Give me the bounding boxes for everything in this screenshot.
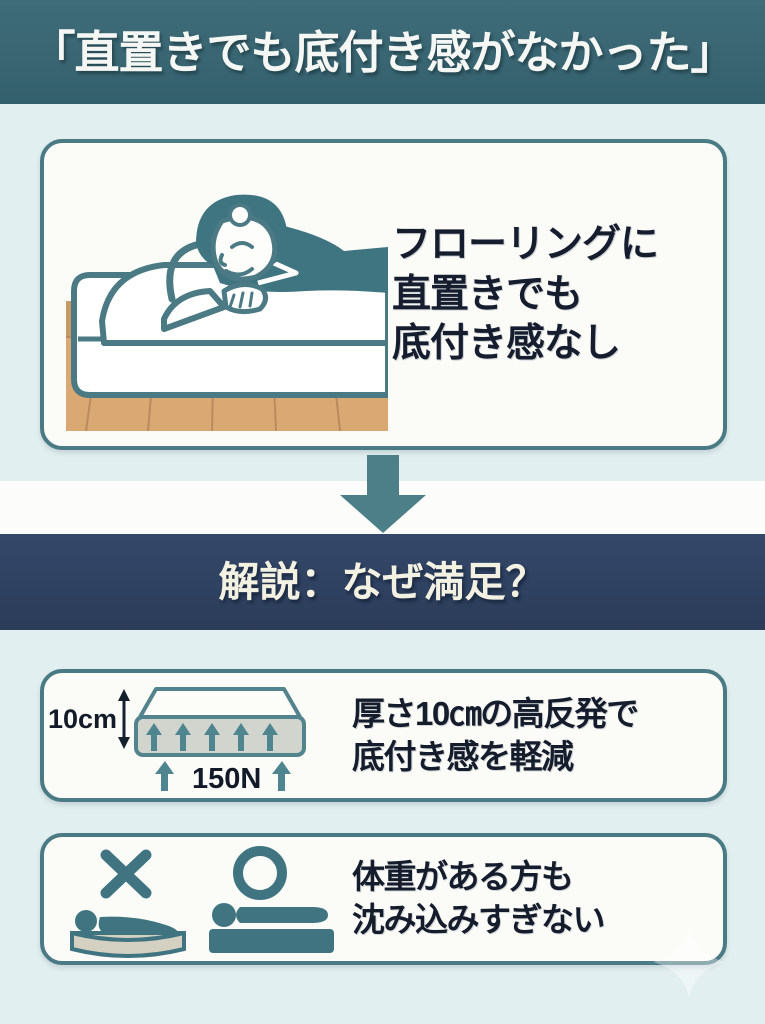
explanation-card-weight-text: 体重がある方も 沈み込みすぎない bbox=[352, 856, 723, 942]
person-sleeping-on-mattress-on-floor-illustration bbox=[44, 143, 388, 446]
hero-illustration-svg bbox=[66, 194, 388, 432]
firm-mattress-figure bbox=[209, 903, 334, 953]
hero-card-text: フローリングに 直置きでも 底付き感なし bbox=[388, 220, 723, 370]
mattress-core bbox=[134, 715, 306, 757]
circle-mark-icon bbox=[233, 846, 287, 900]
hero-text-line-1: フローリングに bbox=[392, 222, 659, 266]
hero-text-line-3: 底付き感なし bbox=[392, 322, 621, 366]
arrow-down-icon bbox=[334, 455, 432, 533]
person-face bbox=[210, 214, 278, 282]
sinking-comparison-diagram bbox=[44, 837, 352, 961]
resilience-arrows-internal bbox=[146, 723, 278, 751]
thickness-label-text: 10cm bbox=[48, 704, 117, 734]
hero-card: フローリングに 直置きでも 底付き感なし bbox=[40, 139, 727, 450]
sagging-mattress-figure bbox=[70, 910, 186, 958]
dimension-arrow-icon bbox=[118, 689, 130, 749]
cross-mark-icon bbox=[100, 849, 152, 899]
hero-text-line-2: 直置きでも bbox=[392, 272, 583, 316]
banner-title: 解説：なぜ満足？ bbox=[218, 558, 547, 605]
person-hands bbox=[221, 282, 268, 315]
resilience-arrows-external bbox=[155, 761, 291, 791]
section-banner: 解説：なぜ満足？ bbox=[0, 534, 765, 630]
explanation-card-thickness: 10cm bbox=[40, 669, 727, 802]
header-bar: 「直置きでも底付き感がなかった」 bbox=[0, 0, 765, 104]
weight-text-line-2: 沈み込みすぎない bbox=[352, 901, 606, 938]
mattress-thickness-resilience-diagram: 10cm bbox=[44, 673, 352, 798]
explanation-card-weight: 体重がある方も 沈み込みすぎない bbox=[40, 833, 727, 965]
mattress-top bbox=[138, 687, 302, 719]
resilience-label-text: 150N bbox=[192, 763, 261, 795]
explanation-card-thickness-text: 厚さ10㎝の高反発で 底付き感を軽減 bbox=[352, 693, 723, 779]
arrow-down-icon-svg bbox=[340, 455, 426, 533]
thickness-text-line-1: 厚さ10㎝の高反発で bbox=[352, 694, 639, 732]
sinking-comparison-svg bbox=[70, 846, 334, 958]
page-title: 「直置きでも底付き感がなかった」 bbox=[30, 26, 735, 78]
weight-text-line-1: 体重がある方も bbox=[352, 858, 574, 896]
thickness-text-line-2: 底付き感を軽減 bbox=[352, 737, 574, 775]
mattress-diagram-svg: 10cm bbox=[48, 687, 306, 795]
